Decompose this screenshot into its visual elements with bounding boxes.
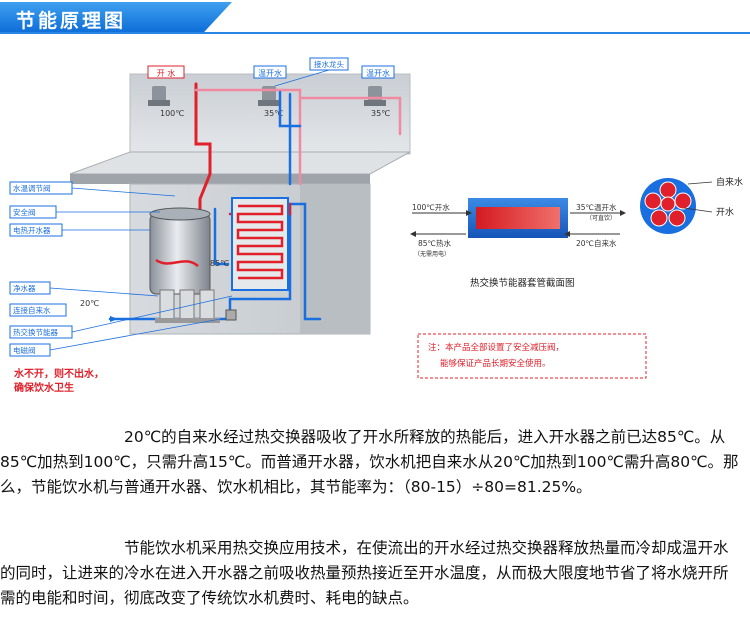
explanation-paragraph-2: 节能饮水机采用热交换应用技术，在使流出的开水经过热交换器释放热量而冷却成温开水的…	[0, 536, 740, 611]
temp-20-label: 20℃	[80, 299, 99, 308]
cabinet-side	[300, 184, 370, 334]
heat-exchanger-coil	[236, 204, 284, 280]
solenoid-valve	[225, 309, 237, 321]
note-line-2: 能够保证产品长期安全使用。	[440, 358, 551, 369]
tap-temp-3: 35℃	[371, 109, 390, 118]
tap-label-box-4	[361, 65, 395, 79]
cross-section-label-tap-water: 自来水	[716, 176, 743, 188]
exchanger-label-left-top: 100℃开水	[412, 202, 450, 212]
side-label-exchanger: 热交换节能器	[13, 327, 58, 337]
exchanger-caption: 热交换节能器套管截面图	[470, 277, 575, 289]
inflow-arrow	[110, 316, 118, 322]
side-label-tap-water: 连接自来水	[13, 305, 51, 315]
side-label-safety-valve: 安全阀	[13, 207, 36, 217]
paragraph-2-text: 节能饮水机采用热交换应用技术，在使流出的开水经过热交换器释放热量而冷却成温开水的…	[0, 539, 729, 607]
warm-branch-1	[278, 90, 302, 128]
counter-edge	[70, 174, 370, 184]
exchanger-label-left-bottom: 85℃热水	[418, 238, 451, 248]
exchanger-label-right-top-note: （可直饮）	[586, 214, 616, 222]
electric-boiler	[149, 207, 211, 295]
page-title: 节能原理图	[16, 10, 127, 32]
side-label-temp-valve: 水温调节阀	[13, 183, 51, 193]
tap-boiling	[148, 86, 170, 106]
side-label-filter: 净水器	[13, 283, 36, 293]
tap-label-warm-2: 温开水	[366, 68, 390, 78]
header-banner: 节能原理图	[0, 0, 750, 34]
explanation-paragraph-1: 20℃的自来水经过热交换器吸收了开水所释放的热能后，进入开水器之前已达85℃。从…	[0, 425, 740, 500]
warm-branch-2	[298, 96, 402, 136]
cross-section	[640, 178, 713, 234]
side-label-solenoid: 电磁阀	[13, 345, 36, 355]
water-filter	[155, 289, 220, 323]
heat-exchanger-box	[231, 197, 289, 291]
note-line-1: 注：本产品全部设置了安全减压阀，	[428, 342, 564, 353]
exchanger-tube-diagram	[410, 198, 626, 238]
tap-label-faucet: 接水龙头	[314, 59, 344, 69]
exchanger-label-right-bottom: 20℃自来水	[576, 238, 617, 248]
header-banner-bg	[0, 2, 232, 32]
warning-line-1: 水不开，则不出水，	[13, 367, 104, 380]
tap-temp-1: 100℃	[160, 109, 184, 118]
note-box	[417, 333, 647, 379]
temp-85-label: 85℃	[210, 259, 229, 268]
cross-section-label-boiling: 开水	[716, 206, 734, 218]
energy-saving-diagram: 开 水 温开水 接水龙头 温开水 100℃ 35℃ 35℃ 水温调节	[9, 57, 743, 394]
warm-pipe-top	[194, 88, 302, 186]
inlet-to-tank	[213, 207, 230, 266]
hot-pipe-main	[194, 82, 212, 226]
exchanger-label-right-top: 35℃温开水	[576, 202, 617, 212]
tap-label-box-2	[253, 65, 287, 79]
warning-line-2: 确保饮水卫生	[14, 381, 74, 394]
side-label-group: 水温调节阀 安全阀 电热开水器 净水器 连接自来水 热交换节能器 电磁阀	[9, 181, 233, 357]
tap-temp-2: 35℃	[264, 109, 283, 118]
tap-label-warm-1: 温开水	[258, 68, 282, 78]
exchanger-label-left-bottom-note: （无需用电）	[414, 250, 450, 258]
counter-top	[69, 151, 411, 175]
header-divider	[0, 32, 750, 34]
side-label-boiler: 电热开水器	[13, 225, 51, 235]
tap-label-boiling: 开 水	[157, 68, 176, 78]
paragraph-1-text: 20℃的自来水经过热交换器吸收了开水所释放的热能后，进入开水器之前已达85℃。从…	[0, 428, 739, 496]
tap-label-box-1	[147, 65, 185, 79]
inner-tube	[476, 207, 560, 229]
